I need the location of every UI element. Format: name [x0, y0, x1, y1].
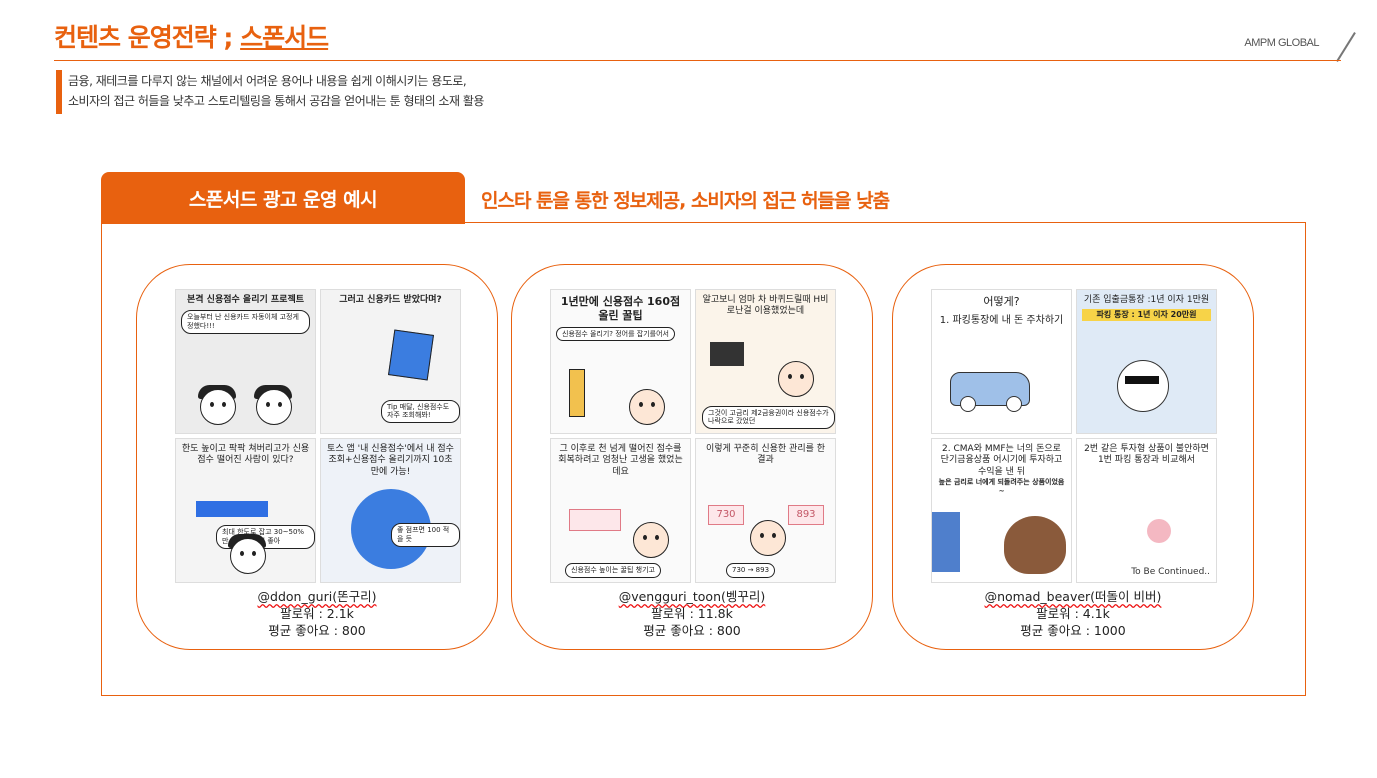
page-title: 컨텐츠 운영전략 ; 스폰서드 [54, 18, 329, 54]
comic-text: 1. 파킹통장에 내 돈 주차하기 [939, 314, 1064, 326]
score-before: 730 [708, 505, 744, 525]
speech-bubble: 신용점수 올리기? 정어를 잡기를어서 [556, 326, 675, 342]
comic-panel: 어떻게? 1. 파킹통장에 내 돈 주차하기 [931, 289, 1072, 434]
description: 금융, 재테크를 다루지 않는 채널에서 어려운 용어나 내용을 쉽게 이해시키… [68, 71, 484, 111]
speech-bubble: 그것이 고금리 제2금융권이라 신용점수가 나락으로 갔었던 [702, 405, 835, 429]
comic-panel: 본격 신용점수 올리기 프로젝트 오늘부터 난 신용카드 자동이체 고정게 정했… [175, 289, 316, 434]
examples-panel [101, 222, 1306, 696]
character-face [200, 389, 236, 425]
credit-card-character [387, 329, 435, 381]
description-accent-bar [56, 70, 62, 114]
comic-panel: 토스 앱 '내 신용점수'에서 내 점수 조회+신용점수 올리기까지 10초 만… [320, 438, 461, 583]
beaver-character [1004, 516, 1066, 574]
brand-slash-divider [1336, 32, 1356, 62]
car-wheel [960, 396, 976, 412]
comic-caption: 한도 높이고 팍팍 쳐버리고가 신용점수 떨어진 사람이 있다? [181, 444, 310, 466]
character-face [629, 389, 665, 425]
followers-count: 팔로워 : 2.1k [280, 606, 354, 621]
comic-panel: 2. CMA와 MMF는 너의 돈으로 단기금융상품 어시기에 투자하고 수익을… [931, 438, 1072, 583]
comic-panel: 2번 같은 투자형 상품이 불안하면 1번 파킹 통장과 비교해서 To Be … [1076, 438, 1217, 583]
account-handle: @vengguri_toon(벵꾸리) [618, 589, 766, 604]
comic-panel: 그 이후로 천 넘게 떨어진 점수를 회복하려고 엄청난 고생을 했었는데요 신… [550, 438, 691, 583]
comic-panel: 1년만에 신용점수 160점 올린 꿀팁 신용점수 올리기? 정어를 잡기를어서 [550, 289, 691, 434]
sunglasses-icon [1125, 376, 1159, 384]
followers-count: 팔로워 : 4.1k [1036, 606, 1110, 621]
character-with-sunglasses [1117, 360, 1169, 412]
page-title-highlight: 스폰서드 [240, 23, 329, 52]
arrow-up-illustration [569, 369, 585, 417]
comic-panel: 그러고 신용카드 받았다며? Tip 매달, 신용점수도 자주 조회해봐! [320, 289, 461, 434]
credit-score-box [569, 509, 621, 531]
highlight-banner: 파킹 통장 : 1년 이자 20만원 [1082, 309, 1211, 322]
car-wheel [1006, 396, 1022, 412]
comic-caption: 알고보니 엄마 차 바퀴드릴때 H비로난걸 이용했었는데 [702, 295, 829, 317]
comic-caption: 2. CMA와 MMF는 너의 돈으로 단기금융상품 어시기에 투자하고 수익을… [940, 444, 1063, 477]
score-after: 893 [788, 505, 824, 525]
character-face [230, 538, 266, 574]
comic-grid: 본격 신용점수 올리기 프로젝트 오늘부터 난 신용카드 자동이체 고정게 정했… [175, 289, 461, 583]
comic-caption: 그러고 신용카드 받았다며? [339, 295, 442, 305]
comic-caption: 기존 입출금통장 :1년 이자 1만원 [1083, 295, 1210, 305]
followers-count: 팔로워 : 11.8k [651, 606, 733, 621]
speech-bubble: 좋 점프면 100 적을 듯 [391, 523, 460, 547]
header-divider [54, 60, 1341, 61]
description-line-2: 소비자의 접근 허들을 낮추고 스토리텔링을 통해서 공감을 얻어내는 툰 형태… [68, 94, 484, 108]
to-be-continued-text: To Be Continued.. [1131, 566, 1210, 577]
speech-bubble: 오늘부터 난 신용카드 자동이체 고정게 정했다!!! [181, 310, 310, 334]
speech-bubble: Tip 매달, 신용점수도 자주 조회해봐! [381, 399, 460, 423]
section-subtitle: 인스타 툰을 통한 정보제공, 소비자의 접근 허들을 낮춤 [481, 190, 890, 212]
comic-caption: 본격 신용점수 올리기 프로젝트 [186, 295, 305, 305]
comic-panel: 기존 입출금통장 :1년 이자 1만원 파킹 통장 : 1년 이자 20만원 [1076, 289, 1217, 434]
average-likes: 평균 좋아요 : 800 [268, 623, 366, 638]
average-likes: 평균 좋아요 : 1000 [1020, 623, 1126, 638]
comic-text: 높은 금리로 너에게 되돌려주는 상품이었음~ [938, 477, 1065, 495]
comic-grid: 어떻게? 1. 파킹통장에 내 돈 주차하기 기존 입출금통장 :1년 이자 1… [931, 289, 1217, 583]
speech-bubble: 신용점수 높이는 꿀팁 챙기고 [565, 563, 661, 578]
comic-panel: 한도 높이고 팍팍 쳐버리고가 신용점수 떨어진 사람이 있다? 최대 한도로 … [175, 438, 316, 583]
speech-bubble: 730 → 893 [726, 563, 776, 578]
character-face [256, 389, 292, 425]
section-tab: 스폰서드 광고 운영 예시 [101, 172, 465, 224]
example-card-ddon-guri: 본격 신용점수 올리기 프로젝트 오늘부터 난 신용카드 자동이체 고정게 정했… [136, 264, 498, 650]
page-title-prefix: 컨텐츠 운영전략 ; [54, 23, 241, 52]
comic-caption: 그 이후로 천 넘게 떨어진 점수를 회복하려고 엄청난 고생을 했었는데요 [558, 444, 683, 477]
character-face [778, 361, 814, 397]
account-handle: @ddon_guri(똔구리) [257, 589, 377, 604]
computer-monitor [710, 342, 744, 366]
average-likes: 평균 좋아요 : 800 [643, 623, 741, 638]
comic-panel: 이렇게 꾸준히 신용한 관리를 한 결과 730 893 730 → 893 [695, 438, 836, 583]
comic-caption: 어떻게? [983, 295, 1020, 308]
brand-logo: AMPM GLOBAL [1244, 37, 1319, 49]
comic-caption: 이렇게 꾸준히 신용한 관리를 한 결과 [705, 444, 826, 466]
blue-box-illustration [932, 512, 960, 572]
comic-caption: 토스 앱 '내 신용점수'에서 내 점수 조회+신용점수 올리기까지 10초 만… [327, 444, 454, 477]
comic-caption: 2번 같은 투자형 상품이 불안하면 1번 파킹 통장과 비교해서 [1084, 444, 1209, 466]
comic-grid: 1년만에 신용점수 160점 올린 꿀팁 신용점수 올리기? 정어를 잡기를어서… [550, 289, 836, 583]
comic-caption: 1년만에 신용점수 160점 올린 꿀팁 [560, 295, 681, 322]
limit-bar [196, 501, 268, 517]
example-card-vengguri-toon: 1년만에 신용점수 160점 올린 꿀팁 신용점수 올리기? 정어를 잡기를어서… [511, 264, 873, 650]
snail-illustration [1147, 519, 1171, 543]
example-card-nomad-beaver: 어떻게? 1. 파킹통장에 내 돈 주차하기 기존 입출금통장 :1년 이자 1… [892, 264, 1254, 650]
description-line-1: 금융, 재테크를 다루지 않는 채널에서 어려운 용어나 내용을 쉽게 이해시키… [68, 74, 467, 88]
account-handle: @nomad_beaver(떠돌이 비버) [984, 589, 1162, 604]
comic-panel: 알고보니 엄마 차 바퀴드릴때 H비로난걸 이용했었는데 그것이 고금리 제2금… [695, 289, 836, 434]
character-face [750, 520, 786, 556]
character-face [633, 522, 669, 558]
